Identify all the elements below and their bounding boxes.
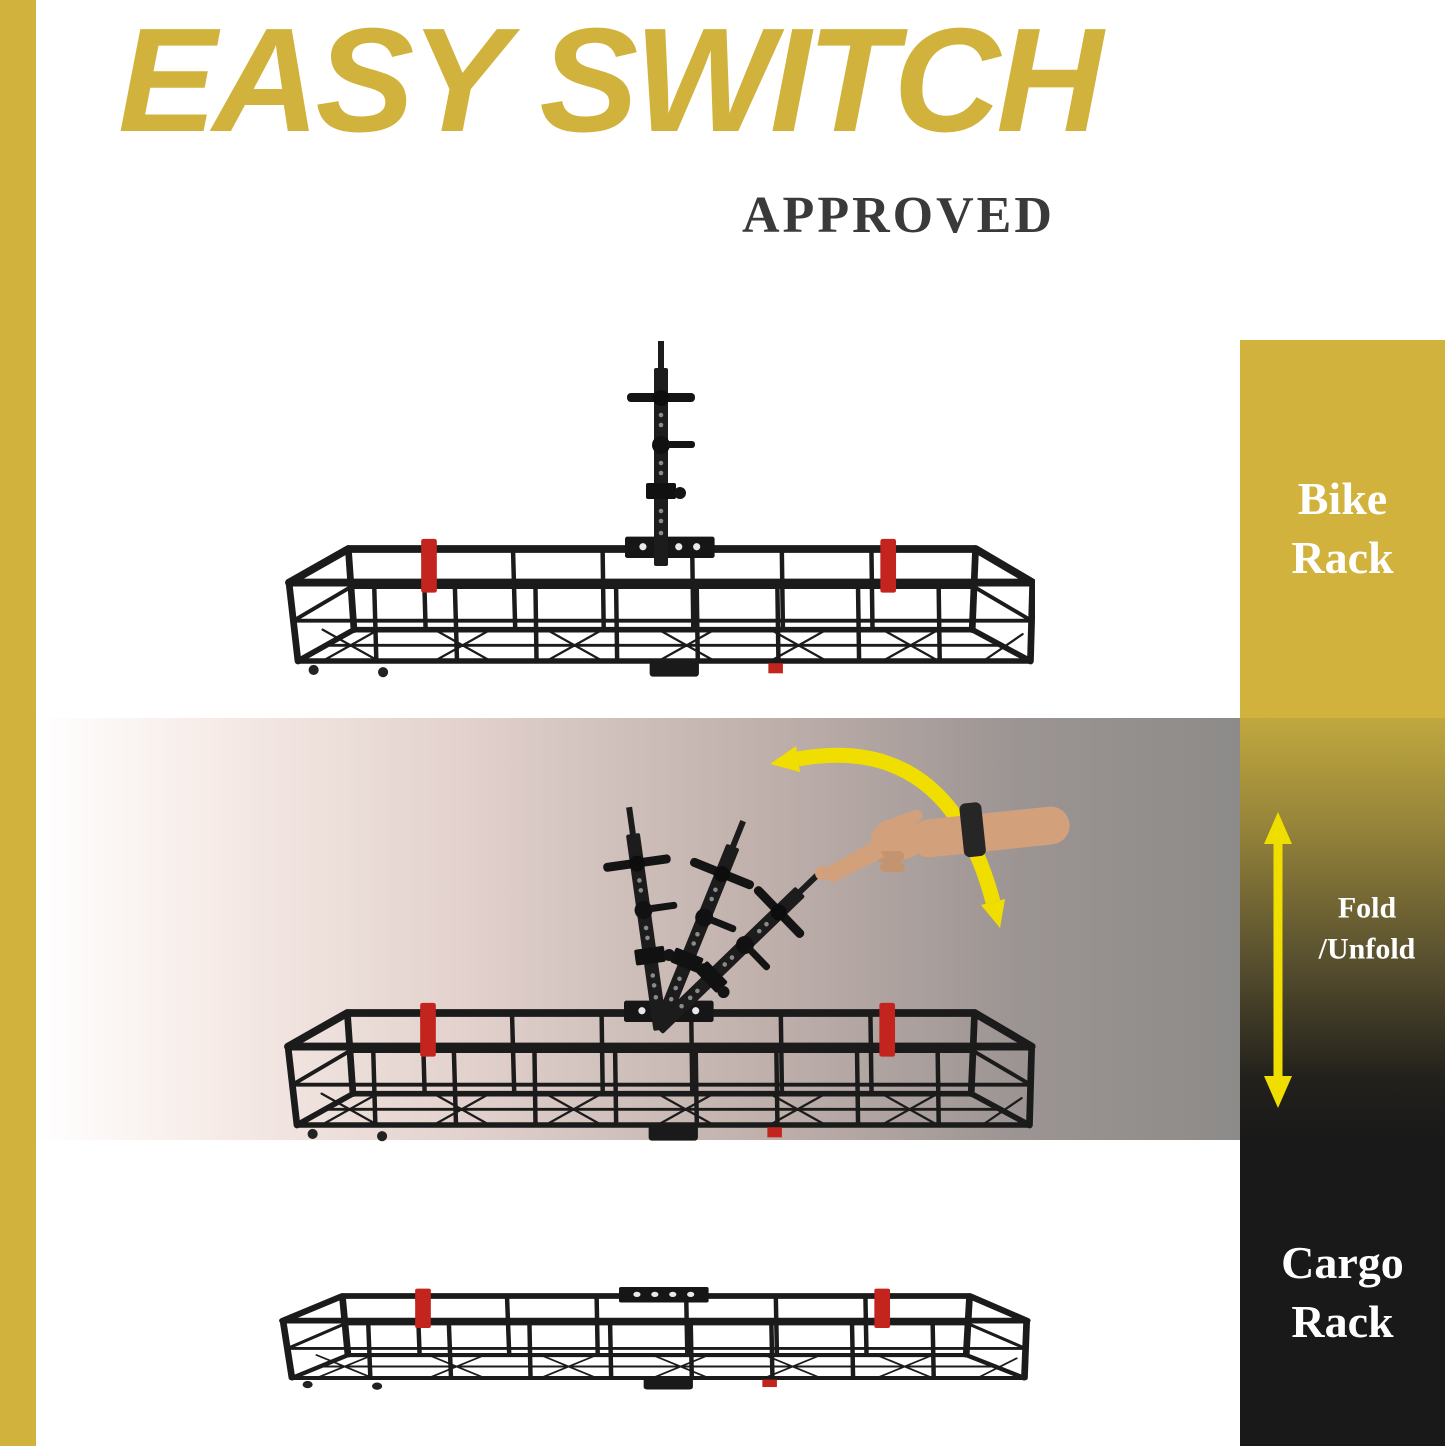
page-title: EASY SWITCH xyxy=(118,0,1103,163)
fold-unfold-label-line2: /Unfold xyxy=(1318,932,1416,965)
fold-unfold-label-line1: Fold xyxy=(1337,891,1397,925)
curved-arrow-icon xyxy=(770,746,1005,928)
bike-rack-label-line1: Bike xyxy=(1297,473,1388,525)
cargo-basket xyxy=(283,1287,1027,1390)
cargo-rack-label-block: Cargo Rack xyxy=(1240,1140,1445,1446)
pointing-hand-icon xyxy=(815,802,1070,883)
page-subtitle: APPROVED xyxy=(742,187,1055,244)
transition-band-background xyxy=(36,718,1240,1140)
bike-mast xyxy=(627,341,695,566)
cargo-rack-label-line1: Cargo xyxy=(1281,1237,1404,1289)
fold-unfold-image xyxy=(270,746,1070,1145)
left-accent-stripe xyxy=(0,0,36,1446)
cargo-rack-mode-image xyxy=(265,1262,1045,1412)
cargo-rack-label-line2: Rack xyxy=(1291,1296,1394,1347)
bike-rack-label: Bike Rack xyxy=(1291,470,1393,588)
bike-rack-mode-image xyxy=(275,341,1035,705)
fold-unfold-arrow-icon xyxy=(1264,812,1292,1108)
fold-unfold-label: Fold /Unfold xyxy=(1297,889,1437,970)
cargo-rack-label: Cargo Rack xyxy=(1281,1234,1404,1352)
bike-rack-label-line2: Rack xyxy=(1291,532,1394,583)
fold-unfold-label-block: Fold /Unfold xyxy=(1240,718,1445,1140)
bike-rack-label-block: Bike Rack xyxy=(1240,340,1445,718)
